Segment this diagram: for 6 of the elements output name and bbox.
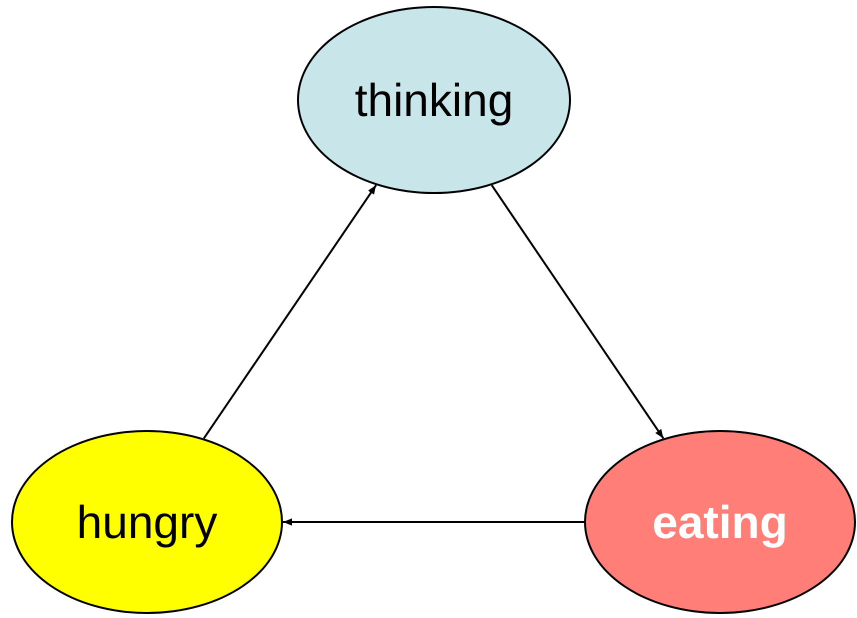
state-label: thinking <box>354 73 514 127</box>
state-label: hungry <box>76 495 218 549</box>
arrow <box>283 518 584 526</box>
arrow <box>203 184 377 439</box>
arrow <box>490 184 664 439</box>
state-label: eating <box>652 495 788 549</box>
